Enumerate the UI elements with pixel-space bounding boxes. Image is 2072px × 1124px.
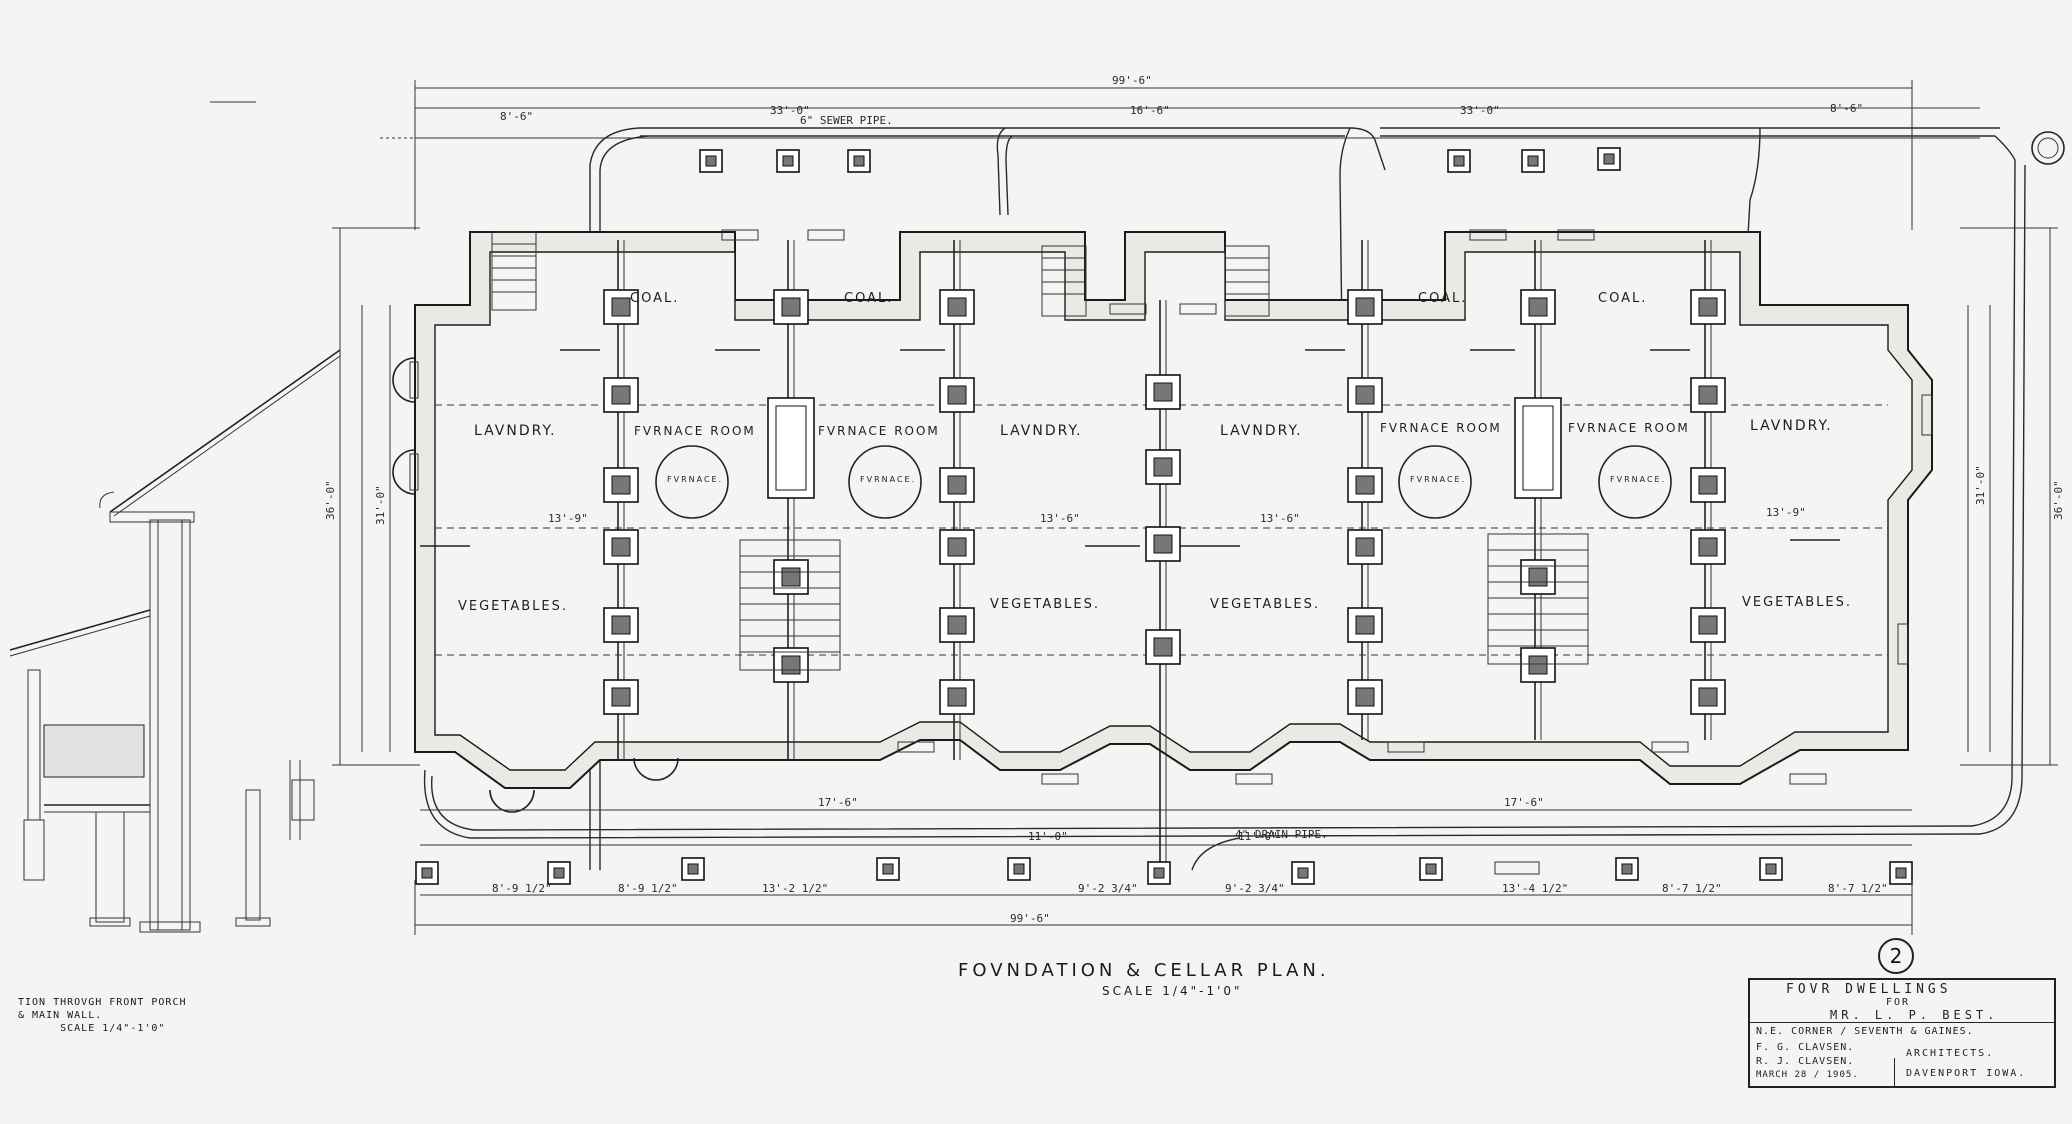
- dim-depth-right: 36'-0": [2052, 480, 2065, 520]
- left-dimension-lines: [332, 227, 420, 766]
- dim-depth-right-inner: 31'-0": [1974, 465, 1987, 505]
- dim-depth-left-inner: 31'-0": [374, 485, 387, 525]
- room-coal-4: COAL.: [1598, 291, 1647, 306]
- dim-overall-bottom: 99'-6": [1010, 912, 1050, 925]
- room-furnace-room-2: FVRNACE ROOM: [818, 424, 940, 438]
- dim-left-offset: 8'-6": [500, 110, 533, 123]
- dim-bottom-4: 9'-2 3/4": [1078, 882, 1138, 895]
- interior-stairs-left: [739, 539, 841, 671]
- sewer-pipe-top: [589, 127, 2065, 870]
- room-laundry-3: LAVNDRY.: [1220, 423, 1303, 439]
- title-block-city: DAVENPORT IOWA.: [1906, 1068, 2027, 1079]
- room-coal-1: COAL.: [630, 291, 679, 306]
- furnace-label-3: FVRNACE.: [1410, 475, 1466, 484]
- front-porch-piers: [415, 857, 1913, 885]
- dim-bottom-1: 8'-9 1/2": [492, 882, 552, 895]
- room-furnace-room-1: FVRNACE ROOM: [634, 424, 756, 438]
- room-laundry-2: LAVNDRY.: [1000, 423, 1083, 439]
- plan-title: FOVNDATION & CELLAR PLAN.: [958, 960, 1330, 981]
- title-block-architects-label: ARCHITECTS.: [1906, 1048, 1995, 1059]
- front-drain-pipe: [423, 159, 2026, 871]
- dim-right-offset: 8'-6": [1830, 102, 1863, 115]
- dim-room-width-4: 13'-9": [1766, 506, 1806, 519]
- dim-top-right-half: 33'-0": [1460, 104, 1500, 117]
- dim-room-width-1: 13'-9": [548, 512, 588, 525]
- room-vegetables-2: VEGETABLES.: [990, 597, 1100, 612]
- dim-depth-left: 36'-0": [324, 480, 337, 520]
- top-dimension-lines: [380, 80, 1980, 230]
- dim-bottom-3: 13'-2 1/2": [762, 882, 828, 895]
- room-vegetables-3: VEGETABLES.: [1210, 597, 1320, 612]
- room-coal-3: COAL.: [1418, 291, 1467, 306]
- interior-stairs-right: [1487, 533, 1589, 665]
- room-vegetables-1: VEGETABLES.: [458, 599, 568, 614]
- dim-front-2: 11'-0": [1238, 830, 1278, 843]
- sewer-pipe-label: 6" SEWER PIPE.: [800, 114, 893, 127]
- title-block-vertical-divider: [1894, 1058, 1895, 1086]
- basement-windows: [721, 229, 1933, 785]
- drain-pipe-label: 4" DRAIN PIPE.: [1235, 828, 1328, 841]
- title-block-client: MR. L. P. BEST.: [1830, 1008, 1999, 1022]
- dim-front-3: 17'-6": [818, 796, 858, 809]
- dim-front-1: 11'-0": [1028, 830, 1068, 843]
- rear-piers: [699, 147, 1621, 173]
- dim-overall-top: 99'-6": [1112, 74, 1152, 87]
- window-wells-front: [489, 757, 679, 813]
- room-laundry-1: LAVNDRY.: [474, 423, 557, 439]
- title-block-for: FOR: [1886, 997, 1911, 1008]
- title-block-project: FOVR DWELLINGS: [1786, 982, 1952, 997]
- title-block-divider: [1750, 1022, 2054, 1023]
- room-vegetables-4: VEGETABLES.: [1742, 595, 1852, 610]
- furnace-label-2: FVRNACE.: [860, 475, 916, 484]
- room-laundry-4: LAVNDRY.: [1750, 418, 1833, 434]
- room-furnace-room-4: FVRNACE ROOM: [1568, 421, 1690, 435]
- rear-stairs-3: [1224, 245, 1270, 317]
- rear-stairs-2: [1041, 245, 1087, 317]
- dim-top-left-half: 33'-0": [770, 104, 810, 117]
- rear-stairs-left: [491, 231, 537, 311]
- dim-bottom-2: 8'-9 1/2": [618, 882, 678, 895]
- dim-room-width-3: 13'-6": [1260, 512, 1300, 525]
- dim-room-width-2: 13'-6": [1040, 512, 1080, 525]
- furnaces: [655, 445, 1672, 519]
- title-block-architect-1: F. G. CLAVSEN.: [1756, 1042, 1855, 1053]
- section-title: TION THROVGH FRONT PORCH & MAIN WALL. SC…: [18, 997, 187, 1034]
- bottom-dimension-lines: [414, 809, 1913, 935]
- dim-bottom-6: 13'-4 1/2": [1502, 882, 1568, 895]
- plan-scale: SCALE 1/4"-1'0": [1102, 984, 1243, 998]
- sheet-number: 2: [1878, 938, 1914, 974]
- dim-bottom-5: 9'-2 3/4": [1225, 882, 1285, 895]
- title-block-location: N.E. CORNER / SEVENTH & GAINES.: [1756, 1026, 1974, 1037]
- furnace-label-4: FVRNACE.: [1610, 475, 1666, 484]
- dim-bottom-8: 8'-7 1/2": [1828, 882, 1888, 895]
- coal-bin-partitions: [420, 349, 1840, 547]
- window-wells-left: [392, 357, 419, 495]
- title-block-architect-2: R. J. CLAVSEN.: [1756, 1056, 1855, 1067]
- room-furnace-room-3: FVRNACE ROOM: [1380, 421, 1502, 435]
- dim-front-4: 17'-6": [1504, 796, 1544, 809]
- room-coal-2: COAL.: [844, 291, 893, 306]
- dim-top-center: 16'-6": [1130, 104, 1170, 117]
- right-dimension-lines: [1960, 227, 2058, 766]
- title-block: FOVR DWELLINGS FOR MR. L. P. BEST. N.E. …: [1748, 978, 2056, 1088]
- title-block-date: MARCH 28 / 1905.: [1756, 1070, 1859, 1080]
- furnace-label-1: FVRNACE.: [667, 475, 723, 484]
- porch-section-drawing: [9, 101, 341, 933]
- dim-bottom-7: 8'-7 1/2": [1662, 882, 1722, 895]
